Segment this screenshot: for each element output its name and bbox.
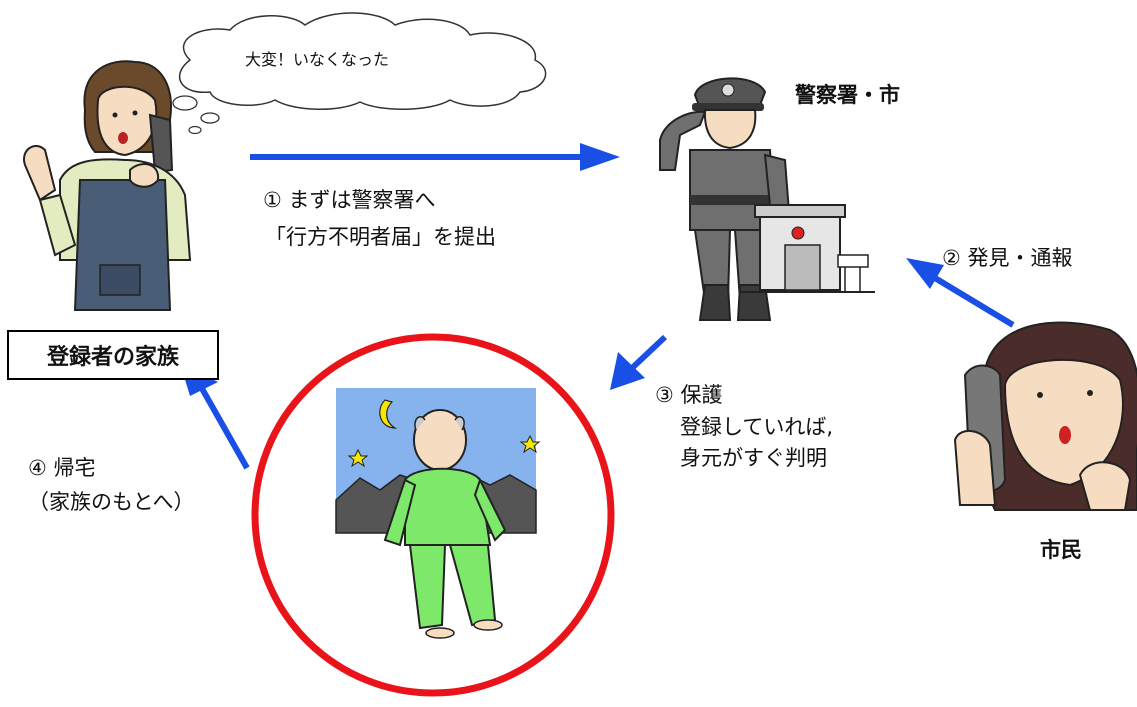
arrow-step1 xyxy=(250,143,620,171)
citizen-label: 市民 xyxy=(1040,538,1082,562)
speech-bubble-text: 大変！いなくなった xyxy=(245,50,390,69)
step3-line1: ③ 保護 xyxy=(655,383,723,407)
step4-line2: （家族のもとへ） xyxy=(28,490,195,514)
step2-label: ② 発見・通報 xyxy=(942,246,1073,270)
step4-line1: ④ 帰宅 xyxy=(28,456,96,480)
citizen-illustration xyxy=(953,321,1137,511)
police-box-illustration xyxy=(740,204,875,293)
arrow-step3 xyxy=(610,334,668,390)
police-label: 警察署・市 xyxy=(795,83,900,107)
star-icon xyxy=(347,448,369,468)
star-icon xyxy=(519,434,541,454)
step1-line2: 「行方不明者届」を提出 xyxy=(265,225,496,249)
step3-line3: 身元がすぐ判明 xyxy=(680,446,827,470)
moon-icon xyxy=(379,399,398,429)
lost-elder-scene xyxy=(251,333,615,697)
step1-line1: ① まずは警察署へ xyxy=(263,188,436,212)
arrow-step2 xyxy=(906,258,1015,328)
step3-line2: 登録していれば, xyxy=(680,415,834,439)
thought-bubble xyxy=(172,12,547,135)
family-label-box: 登録者の家族 xyxy=(7,330,219,380)
family-member-illustration xyxy=(23,60,192,311)
